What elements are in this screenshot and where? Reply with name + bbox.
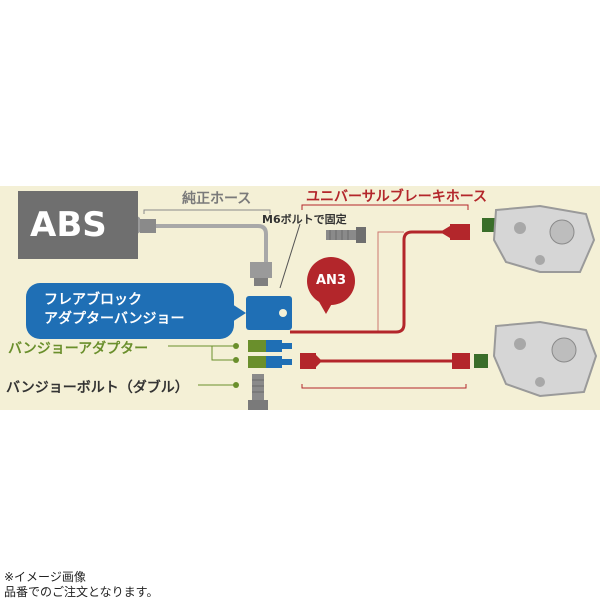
oem-hose-end-nut: [250, 262, 272, 278]
banjo-adapter-leaders: [168, 345, 236, 361]
flare-block-callout-tail: [232, 304, 246, 322]
universal-hose-label: ユニバーサルブレーキホース: [306, 189, 488, 205]
an3-badge-tail: [318, 300, 334, 314]
abs-fitting: [140, 219, 156, 233]
caliper-upper-icon: [482, 204, 596, 273]
banjo-adapter-upper-icon: [248, 340, 292, 352]
banjo-bolt-icon: [248, 374, 268, 410]
banjo-bolt-label: バンジョーボルト（ダブル）: [6, 380, 189, 396]
flare-block-icon: [246, 296, 292, 330]
leader-dot-3: [233, 382, 239, 388]
caliper-lower-icon: [474, 320, 598, 398]
upper-guide-line: [318, 231, 404, 333]
oem-hose-label: 純正ホース: [182, 191, 252, 207]
lower-hose-start: [300, 353, 316, 369]
banjo-adapter-label: バンジョーアダプター: [8, 341, 149, 357]
oem-bracket-line: [143, 209, 271, 214]
upper-hose-fitting: [450, 224, 470, 240]
m6-bolt-icon: [326, 227, 366, 243]
oem-hose-end-nut-base: [254, 278, 268, 286]
an3-badge: AN3: [307, 257, 355, 305]
universal-hose-bracket-top: [301, 204, 469, 210]
leader-dot-2: [233, 357, 239, 363]
footer-note-2: 品番でのご注文となります。: [4, 585, 159, 599]
abs-unit-label: ABS: [18, 191, 138, 259]
flare-block-label-line1: フレアブロック: [44, 292, 142, 308]
leader-dot-1: [233, 343, 239, 349]
footer-note-1: ※イメージ画像: [4, 570, 86, 584]
universal-hose-upper: [290, 230, 450, 334]
flare-block-label-line2: アダプターバンジョー: [44, 311, 185, 327]
oem-hose-line: [140, 224, 268, 262]
banjo-adapter-lower-icon: [248, 356, 292, 368]
universal-hose-bracket-bottom: [301, 384, 467, 389]
lower-hose-fitting: [452, 353, 470, 369]
upper-hose-fitting-cone: [440, 226, 450, 238]
flare-block-callout: フレアブロック アダプターバンジョー: [26, 283, 234, 339]
lower-hose-start-cone: [316, 355, 322, 367]
m6-pointer: [279, 223, 301, 289]
flare-block-hole: [279, 309, 287, 317]
m6-bolt-label: M6ボルトで固定: [262, 213, 347, 226]
